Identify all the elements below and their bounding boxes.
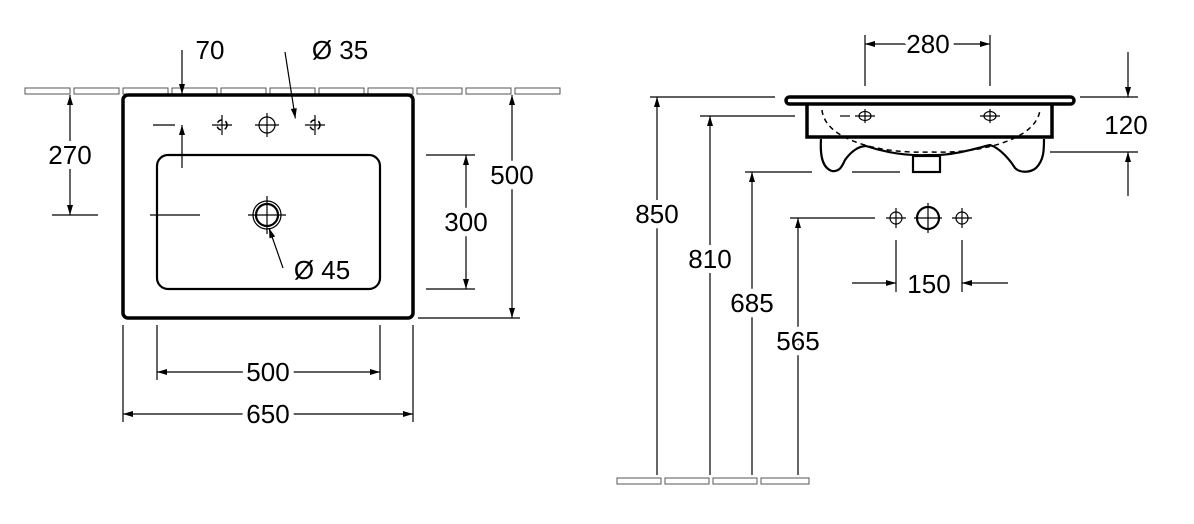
dim-tap-hole-offset: 70 xyxy=(196,35,225,65)
dim-basin-height: 120 xyxy=(1104,110,1147,140)
dim-drain-diameter: Ø 45 xyxy=(294,255,350,285)
dim-total-width: 650 xyxy=(246,399,289,429)
dim-supply-spacing: 150 xyxy=(907,269,950,299)
dim-tap-hole-diameter: Ø 35 xyxy=(312,35,368,65)
bowl-outline xyxy=(155,153,382,291)
overflow-hole-icon xyxy=(980,109,1000,123)
dim-drain-from-wall: 270 xyxy=(48,140,91,170)
wall-tiles xyxy=(24,87,561,95)
side-tap-hole-icon xyxy=(212,115,232,135)
floor-tiles xyxy=(616,477,810,485)
dim-bowl-depth: 300 xyxy=(444,207,487,237)
drain-trap xyxy=(911,154,942,174)
main-tap-hole-icon xyxy=(255,113,279,137)
basin-top-slab xyxy=(784,95,1076,106)
dim-underside-height: 810 xyxy=(688,244,731,274)
dim-total-depth: 500 xyxy=(490,160,533,190)
basin-outline xyxy=(121,93,415,320)
side-tap-hole-icon xyxy=(305,115,325,135)
top-view: 70 Ø 35 270 300 500 Ø 45 500 650 xyxy=(24,30,561,434)
dim-supply-height: 565 xyxy=(776,326,819,356)
tap-holes xyxy=(212,113,325,137)
overflow-hole-icon xyxy=(840,109,875,123)
waste-connection-icon xyxy=(914,203,942,233)
dim-trap-height: 685 xyxy=(730,288,773,318)
supply-connection-icon xyxy=(952,208,972,228)
bowl-dashed-outline xyxy=(821,109,1041,153)
dim-bowl-width: 500 xyxy=(246,357,289,387)
basin-body xyxy=(805,105,1054,139)
supply-connection-icon xyxy=(886,208,906,228)
dim-top-height: 850 xyxy=(635,199,678,229)
dim-overflow-spacing: 280 xyxy=(906,29,949,59)
drain-icon xyxy=(248,196,286,234)
side-view: 280 120 850 810 685 565 xyxy=(616,24,1153,485)
